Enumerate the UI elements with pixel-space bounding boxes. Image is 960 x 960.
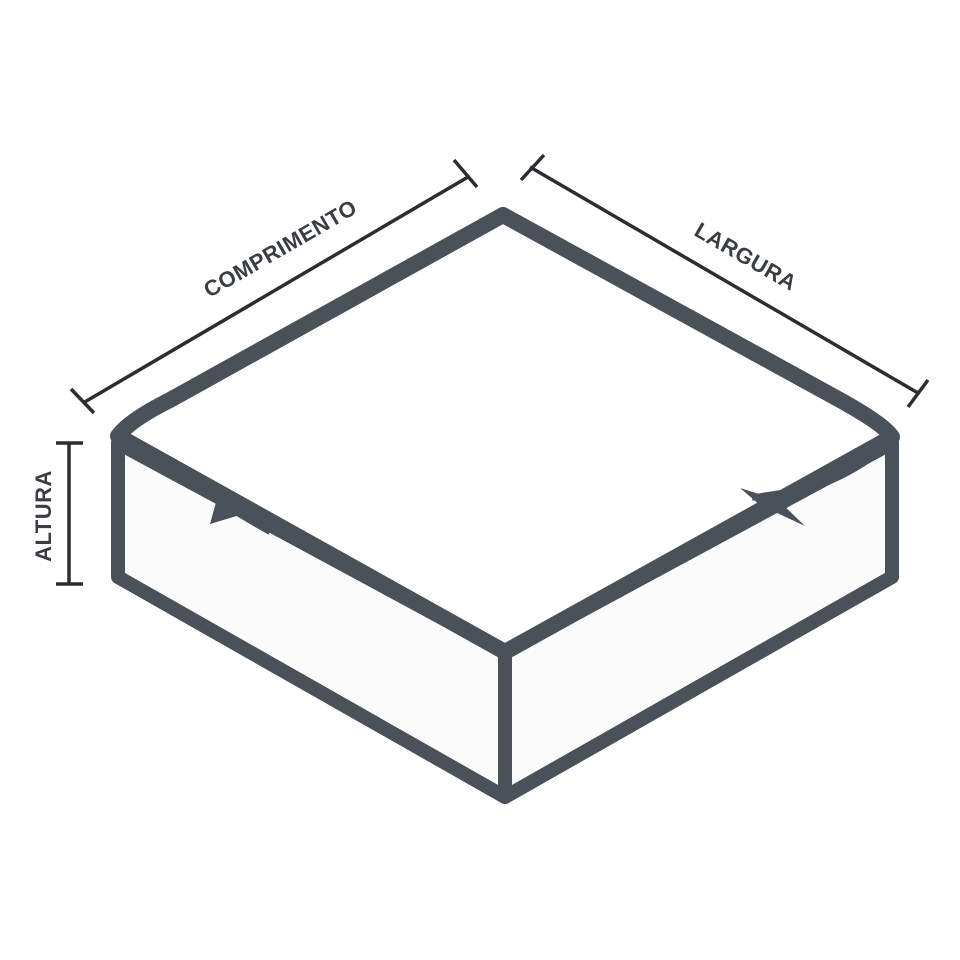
- left-fold-mark: [210, 495, 240, 524]
- height-label: ALTURA: [31, 470, 56, 562]
- width-dimension-line: [529, 165, 919, 395]
- length-dimension: [69, 158, 479, 415]
- width-dimension: [519, 153, 930, 409]
- box-top-face: [110, 207, 900, 660]
- width-label: LARGURA: [690, 217, 801, 295]
- length-dimension-tick-left: [69, 387, 96, 415]
- right-fold-mark: [740, 488, 805, 526]
- length-dimension-tick-right: [452, 158, 479, 189]
- box-body: [110, 207, 900, 804]
- right-seam-curve: [751, 443, 890, 501]
- width-dimension-tick-left: [519, 153, 546, 182]
- height-dimension: [56, 441, 83, 586]
- length-dimension-line: [82, 175, 469, 405]
- width-dimension-tick-right: [906, 378, 930, 409]
